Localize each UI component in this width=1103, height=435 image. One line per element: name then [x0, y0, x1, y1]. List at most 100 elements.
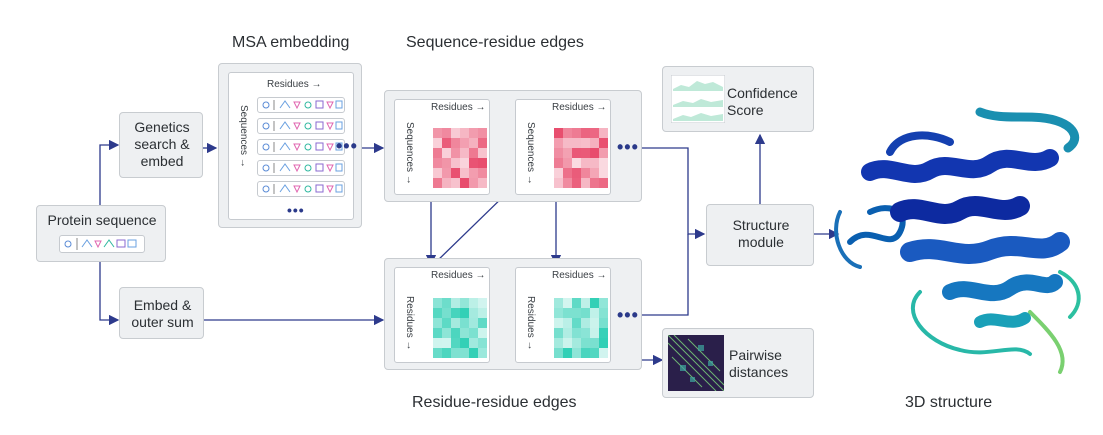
heat-cell: [451, 318, 460, 328]
msa-rows-ellipsis: •••: [287, 202, 305, 218]
heat-cell: [590, 148, 599, 158]
seq-res-heatmap-2: [554, 128, 608, 188]
heat-cell: [599, 128, 608, 138]
heat-cell: [590, 338, 599, 348]
heat-cell: [451, 338, 460, 348]
sequence-glyph-strip: [59, 235, 145, 253]
genetics-search-label: Genetics search & embed: [134, 119, 190, 169]
heat-cell: [572, 158, 581, 168]
heat-cell: [478, 158, 487, 168]
pairwise-distances-label: Pairwise distances: [729, 347, 789, 380]
heat-cell: [460, 178, 469, 188]
heat-cell: [554, 328, 563, 338]
heat-cell: [590, 158, 599, 168]
heat-cell: [451, 178, 460, 188]
heat-cell: [563, 148, 572, 158]
heat-cell: [442, 128, 451, 138]
heat-cell: [581, 328, 590, 338]
heat-cell: [581, 138, 590, 148]
msa-row: [257, 97, 345, 113]
heat-cell: [599, 298, 608, 308]
heat-cell: [442, 348, 451, 358]
heat-cell: [451, 158, 460, 168]
heat-cell: [554, 138, 563, 148]
seq-res-heatmap-1: [433, 128, 487, 188]
heat-cell: [451, 298, 460, 308]
msa-row: [257, 118, 345, 134]
msa-embedding-title: MSA embedding: [232, 34, 350, 51]
heat-cell: [478, 138, 487, 148]
heat-cell: [433, 168, 442, 178]
heat-cell: [478, 178, 487, 188]
heat-cell: [442, 328, 451, 338]
heat-cell: [554, 128, 563, 138]
seq-res-1-sequences-axis: Sequences →: [404, 122, 415, 185]
heat-cell: [469, 128, 478, 138]
heat-cell: [563, 178, 572, 188]
distance-matrix-icon: [668, 335, 724, 391]
heat-cell: [469, 168, 478, 178]
pairwise-distances-box: Pairwise distances: [662, 328, 814, 398]
heat-cell: [572, 338, 581, 348]
sequence-residue-title: Sequence-residue edges: [406, 34, 584, 51]
heat-cell: [554, 308, 563, 318]
heat-cell: [599, 328, 608, 338]
heat-cell: [563, 128, 572, 138]
heat-cell: [554, 318, 563, 328]
heat-cell: [572, 148, 581, 158]
heat-cell: [478, 168, 487, 178]
heat-cell: [590, 178, 599, 188]
heat-cell: [599, 148, 608, 158]
heat-cell: [599, 348, 608, 358]
heat-cell: [572, 138, 581, 148]
heat-cell: [581, 128, 590, 138]
heat-cell: [469, 298, 478, 308]
heat-cell: [581, 178, 590, 188]
heat-cell: [581, 168, 590, 178]
structure-module-label: Structure module: [732, 217, 790, 250]
heat-cell: [433, 318, 442, 328]
heat-cell: [572, 328, 581, 338]
heat-cell: [581, 318, 590, 328]
confidence-score-box: Confidence Score: [662, 66, 814, 132]
heat-cell: [572, 128, 581, 138]
msa-row: [257, 181, 345, 197]
heat-cell: [554, 338, 563, 348]
heat-cell: [433, 308, 442, 318]
heat-cell: [599, 158, 608, 168]
heat-cell: [590, 328, 599, 338]
heat-cell: [460, 328, 469, 338]
genetics-search-box: Genetics search & embed: [119, 112, 203, 178]
heat-cell: [478, 128, 487, 138]
heat-cell: [442, 308, 451, 318]
heat-cell: [599, 178, 608, 188]
heat-cell: [599, 318, 608, 328]
heat-cell: [563, 168, 572, 178]
heat-cell: [563, 308, 572, 318]
heat-cell: [478, 308, 487, 318]
heat-cell: [442, 298, 451, 308]
heat-cell: [599, 138, 608, 148]
3d-structure-title: 3D structure: [905, 394, 993, 411]
seq-res-panel-2: Residues → Sequences →: [515, 99, 611, 195]
heat-cell: [460, 168, 469, 178]
heat-cell: [433, 138, 442, 148]
res-res-1-residues-down-axis: Residues →: [404, 296, 415, 351]
heat-cell: [599, 338, 608, 348]
heat-cell: [469, 158, 478, 168]
heat-cell: [563, 328, 572, 338]
heat-cell: [442, 338, 451, 348]
heat-cell: [442, 318, 451, 328]
heat-cell: [590, 168, 599, 178]
heat-cell: [554, 298, 563, 308]
heat-cell: [572, 178, 581, 188]
heat-cell: [581, 308, 590, 318]
heat-cell: [442, 158, 451, 168]
heat-cell: [563, 318, 572, 328]
heat-cell: [581, 298, 590, 308]
msa-ellipsis: •••: [336, 136, 358, 156]
msa-residues-axis: Residues →: [267, 79, 322, 90]
msa-row: [257, 160, 345, 176]
heat-cell: [478, 328, 487, 338]
heat-cell: [572, 168, 581, 178]
